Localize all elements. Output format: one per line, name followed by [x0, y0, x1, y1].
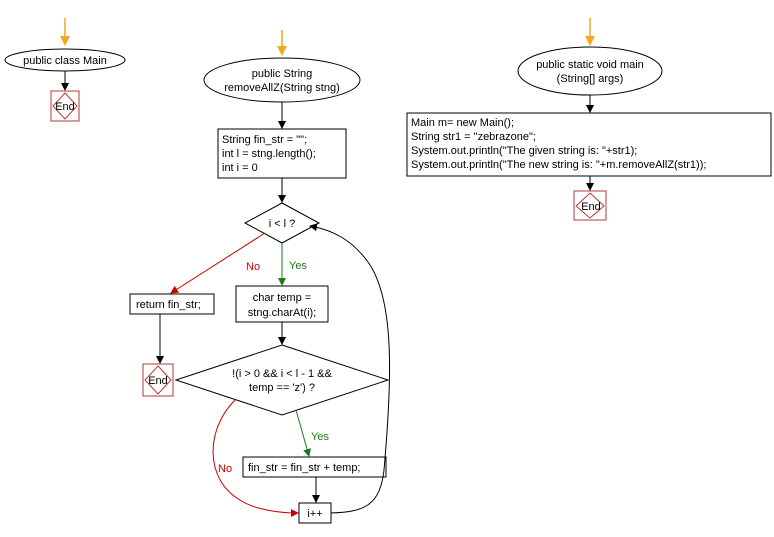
init-line-2: int l = stng.length();: [222, 148, 316, 160]
main-body-line-1: Main m= new Main();: [411, 117, 514, 129]
yes2-branch-arrow: [295, 409, 311, 457]
concat-label: fin_str = fin_str + temp;: [248, 462, 361, 474]
return-label: return fin_str;: [136, 299, 201, 311]
no-label: No: [246, 261, 260, 273]
end-node-3: End: [573, 190, 607, 221]
end-label-1: End: [55, 101, 75, 113]
end-label-3: End: [581, 201, 601, 213]
start-node-remove-all-z: [203, 57, 361, 103]
end-label-2: End: [148, 375, 168, 387]
main-body-box: [406, 112, 772, 177]
init-process-box: [217, 128, 347, 179]
start-label-main-class: public class Main: [23, 55, 107, 67]
concat-box: [242, 456, 387, 478]
decision-char-check: [174, 344, 390, 416]
yes-label: Yes: [289, 260, 307, 272]
loop-back-arrow: [309, 223, 391, 514]
main-body-line-4: System.out.println("The new string is: "…: [411, 159, 706, 171]
decision-char-line-1: !(i > 0 && i < l - 1 &&: [232, 368, 332, 380]
yes2-label: Yes: [311, 431, 329, 443]
no-branch-arrow: [170, 232, 266, 294]
start-label-line-1: public String: [252, 68, 313, 80]
end-node-2: End: [142, 363, 174, 397]
increment-label: i++: [307, 508, 322, 520]
main-body-line-3: System.out.println("The given string is:…: [411, 145, 637, 157]
init-line-1: String fin_str = "";: [222, 134, 307, 146]
start-arrow-3: [585, 18, 595, 46]
decision-loop-label: i < l ?: [269, 218, 296, 230]
decision-char-line-2: temp == 'z') ?: [249, 382, 315, 394]
start-arrow-1: [60, 18, 70, 46]
flow-main-method: public static void main (String[] args) …: [406, 18, 772, 221]
start-label-line-2: removeAllZ(String stng): [224, 82, 340, 94]
start-arrow-2: [277, 30, 287, 56]
assign-line-1: char temp =: [253, 292, 311, 304]
no2-label: No: [218, 463, 232, 475]
main-start-line-2: (String[] args): [557, 73, 624, 85]
init-line-3: int i = 0: [222, 162, 258, 174]
assign-line-2: stng.charAt(i);: [248, 307, 316, 319]
flow-remove-all-z: public String removeAllZ(String stng) St…: [129, 30, 391, 524]
end-node-1: End: [50, 90, 80, 122]
main-start-line-1: public static void main: [536, 59, 644, 71]
assign-temp-box: [235, 285, 329, 323]
flow-main-class: public class Main End: [4, 18, 126, 122]
return-box: [129, 293, 215, 315]
no2-branch-arrow: [212, 399, 299, 517]
start-node-main-method: [517, 46, 663, 96]
main-body-line-2: String str1 = "zebrazone";: [411, 131, 536, 143]
